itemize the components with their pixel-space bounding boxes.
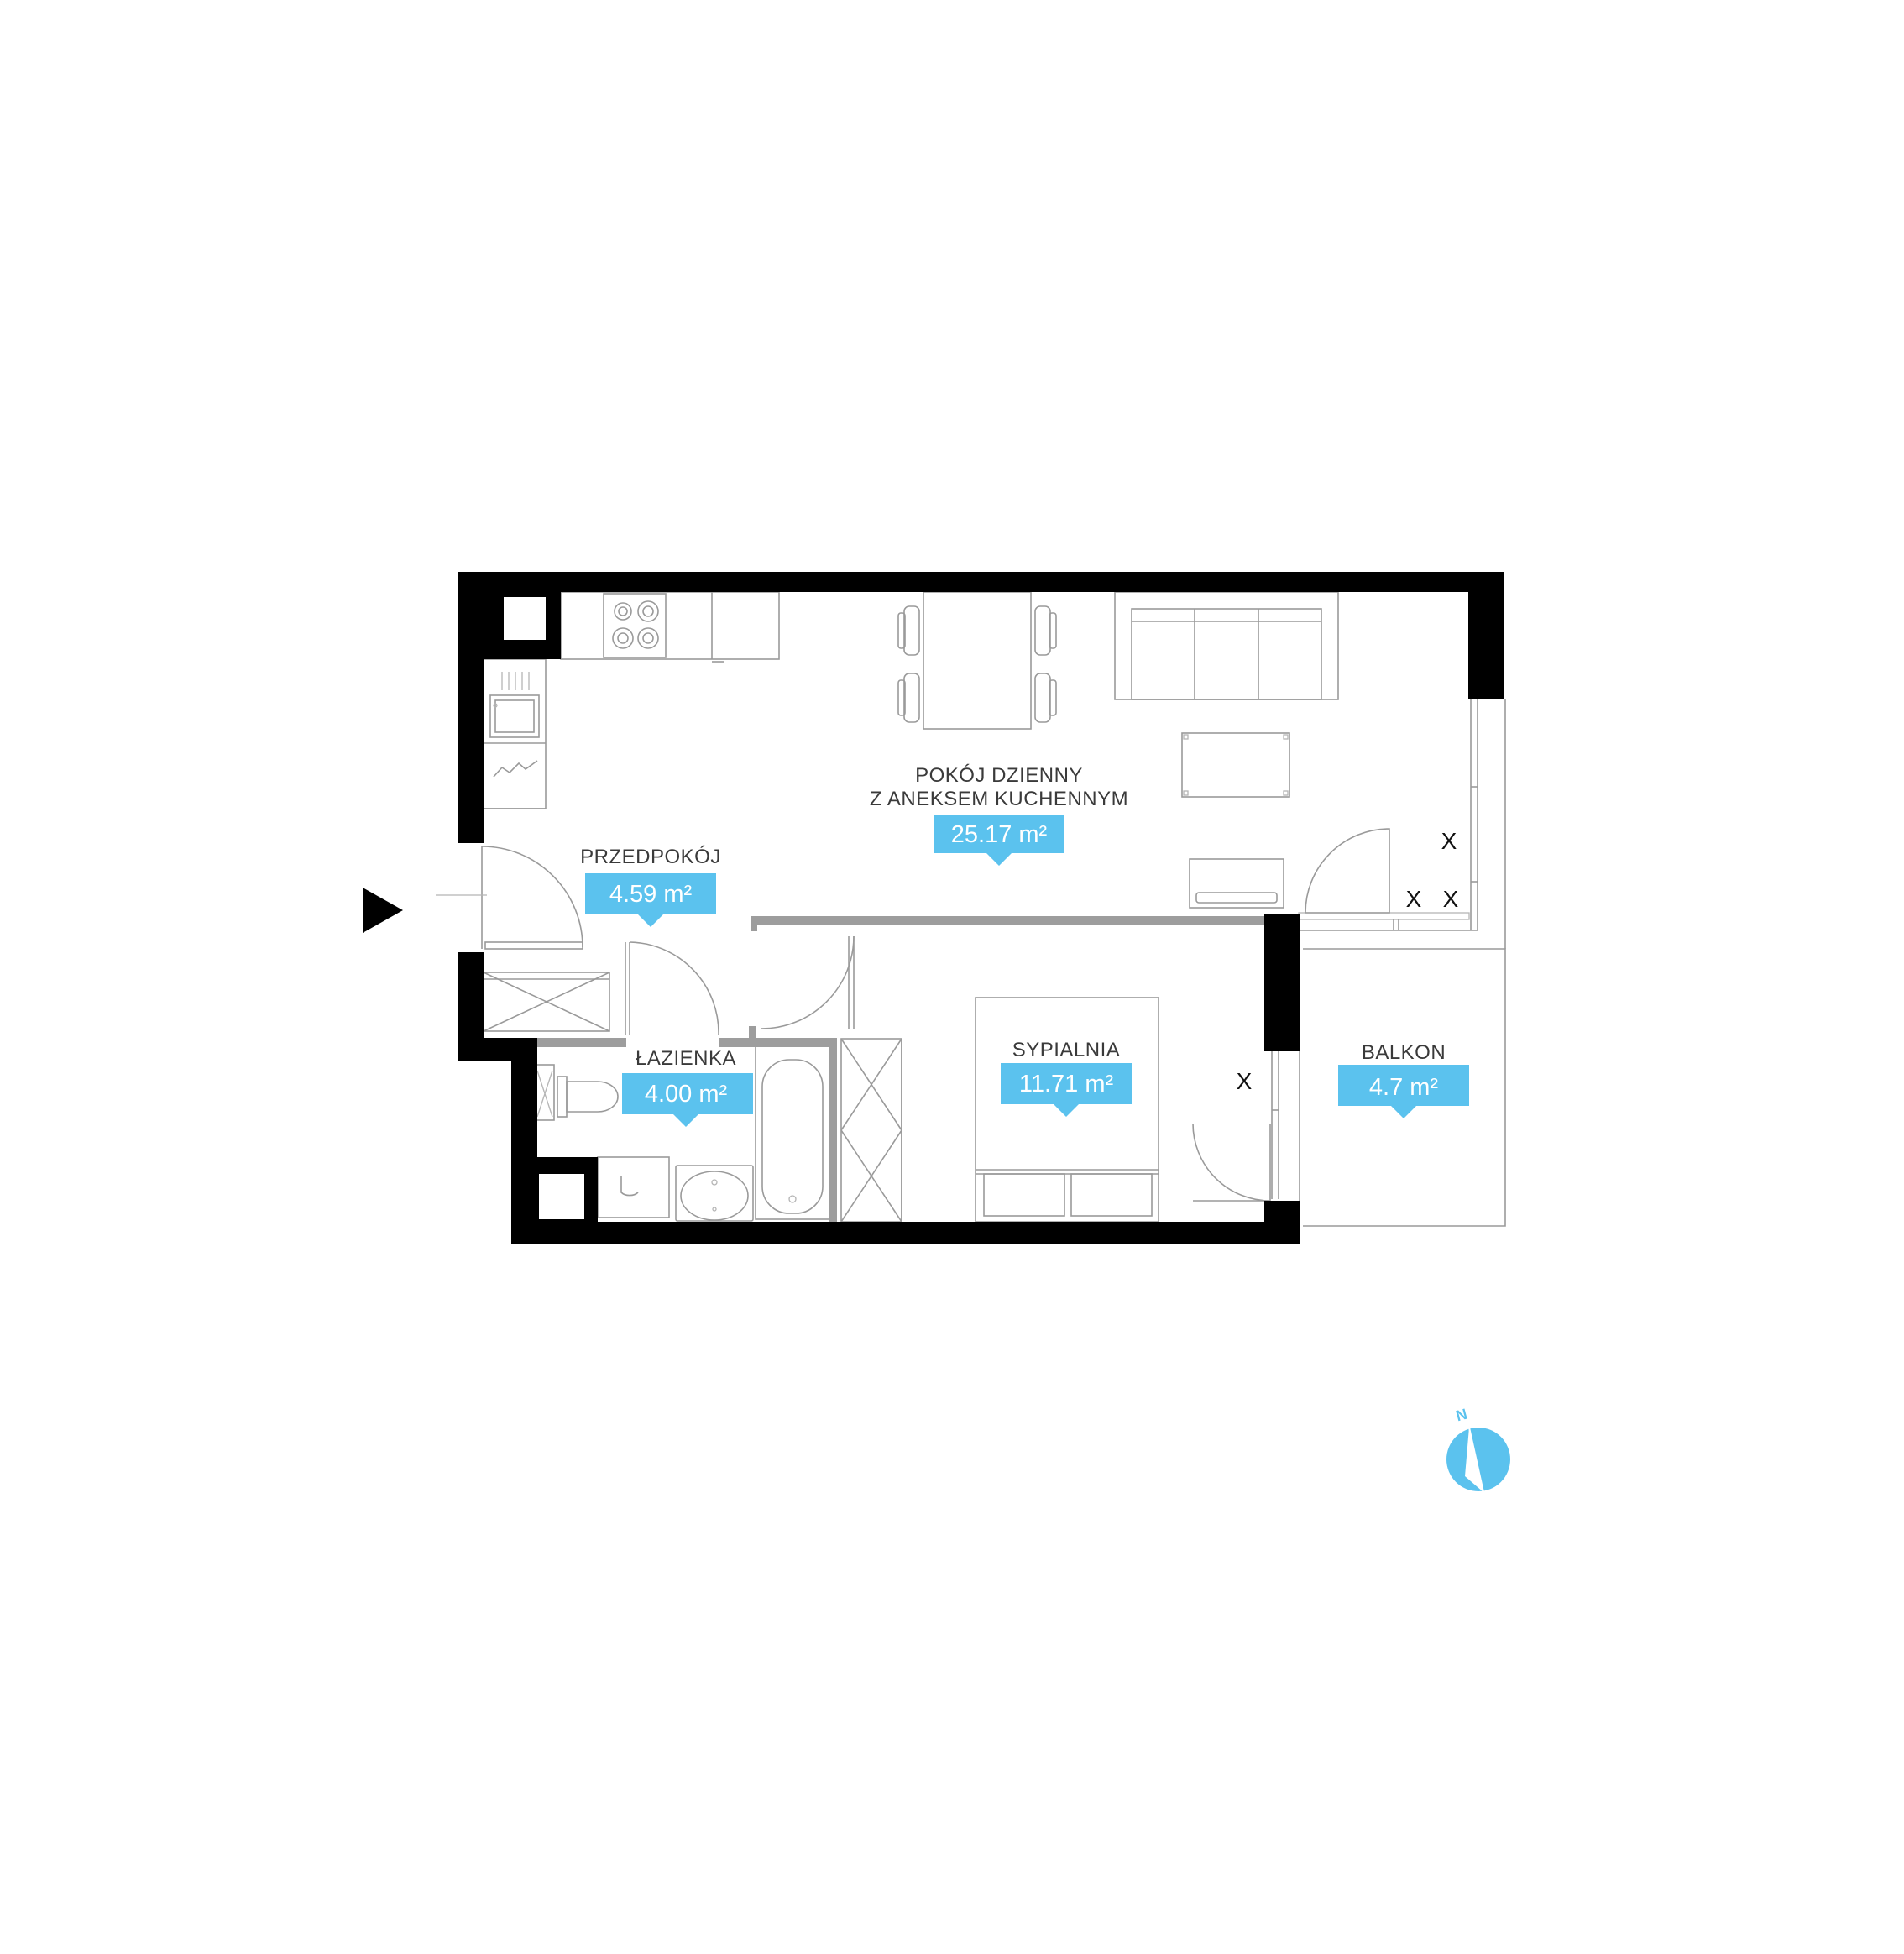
svg-text:X: X (1237, 1068, 1253, 1094)
wardrobe-icon (840, 1038, 902, 1223)
svg-text:Z ANEKSEM KUCHENNYM: Z ANEKSEM KUCHENNYM (870, 788, 1128, 810)
label-balcony: BALKON 4.7 m² (1338, 1041, 1469, 1118)
fixtures (436, 591, 1506, 1227)
north-compass-icon: N (1446, 1406, 1510, 1493)
svg-text:4.7 m²: 4.7 m² (1369, 1074, 1439, 1101)
svg-text:X: X (1406, 886, 1422, 912)
svg-text:BALKON: BALKON (1362, 1041, 1446, 1064)
shower-icon (597, 1156, 670, 1218)
cooktop-icon (603, 593, 667, 658)
label-hall: PRZEDPOKÓJ 4.59 m² (580, 846, 721, 927)
bathtub-icon (755, 1042, 830, 1220)
svg-text:PRZEDPOKÓJ: PRZEDPOKÓJ (580, 846, 721, 868)
svg-text:4.00 m²: 4.00 m² (645, 1081, 728, 1108)
svg-text:X: X (1443, 886, 1459, 912)
toilet-icon (557, 1076, 619, 1118)
svg-text:SYPIALNIA: SYPIALNIA (1012, 1039, 1121, 1061)
svg-text:POKÓJ DZIENNY: POKÓJ DZIENNY (915, 764, 1083, 787)
coffee-table (1181, 732, 1290, 798)
sofa (1114, 591, 1339, 700)
svg-text:N: N (1454, 1406, 1469, 1425)
svg-text:11.71 m²: 11.71 m² (1019, 1071, 1114, 1097)
entrance-arrow-icon (363, 888, 403, 933)
label-living-room: POKÓJ DZIENNY Z ANEKSEM KUCHENNYM 25.17 … (870, 764, 1128, 866)
partition-walls (536, 916, 1264, 1223)
svg-text:X: X (1441, 828, 1457, 854)
label-bathroom: ŁAZIENKA 4.00 m² (622, 1047, 753, 1127)
kitchen-sink-icon (489, 672, 540, 738)
dining-table (897, 591, 1057, 730)
washer-icon (535, 1064, 555, 1121)
label-bedroom: SYPIALNIA 11.71 m² (1001, 1039, 1132, 1117)
washbasin-icon (675, 1165, 754, 1222)
svg-text:ŁAZIENKA: ŁAZIENKA (636, 1047, 736, 1070)
svg-text:25.17 m²: 25.17 m² (951, 821, 1048, 848)
svg-text:4.59 m²: 4.59 m² (609, 881, 693, 908)
window-marks: X X X X (1237, 828, 1459, 1094)
structural-walls (458, 572, 1504, 1244)
